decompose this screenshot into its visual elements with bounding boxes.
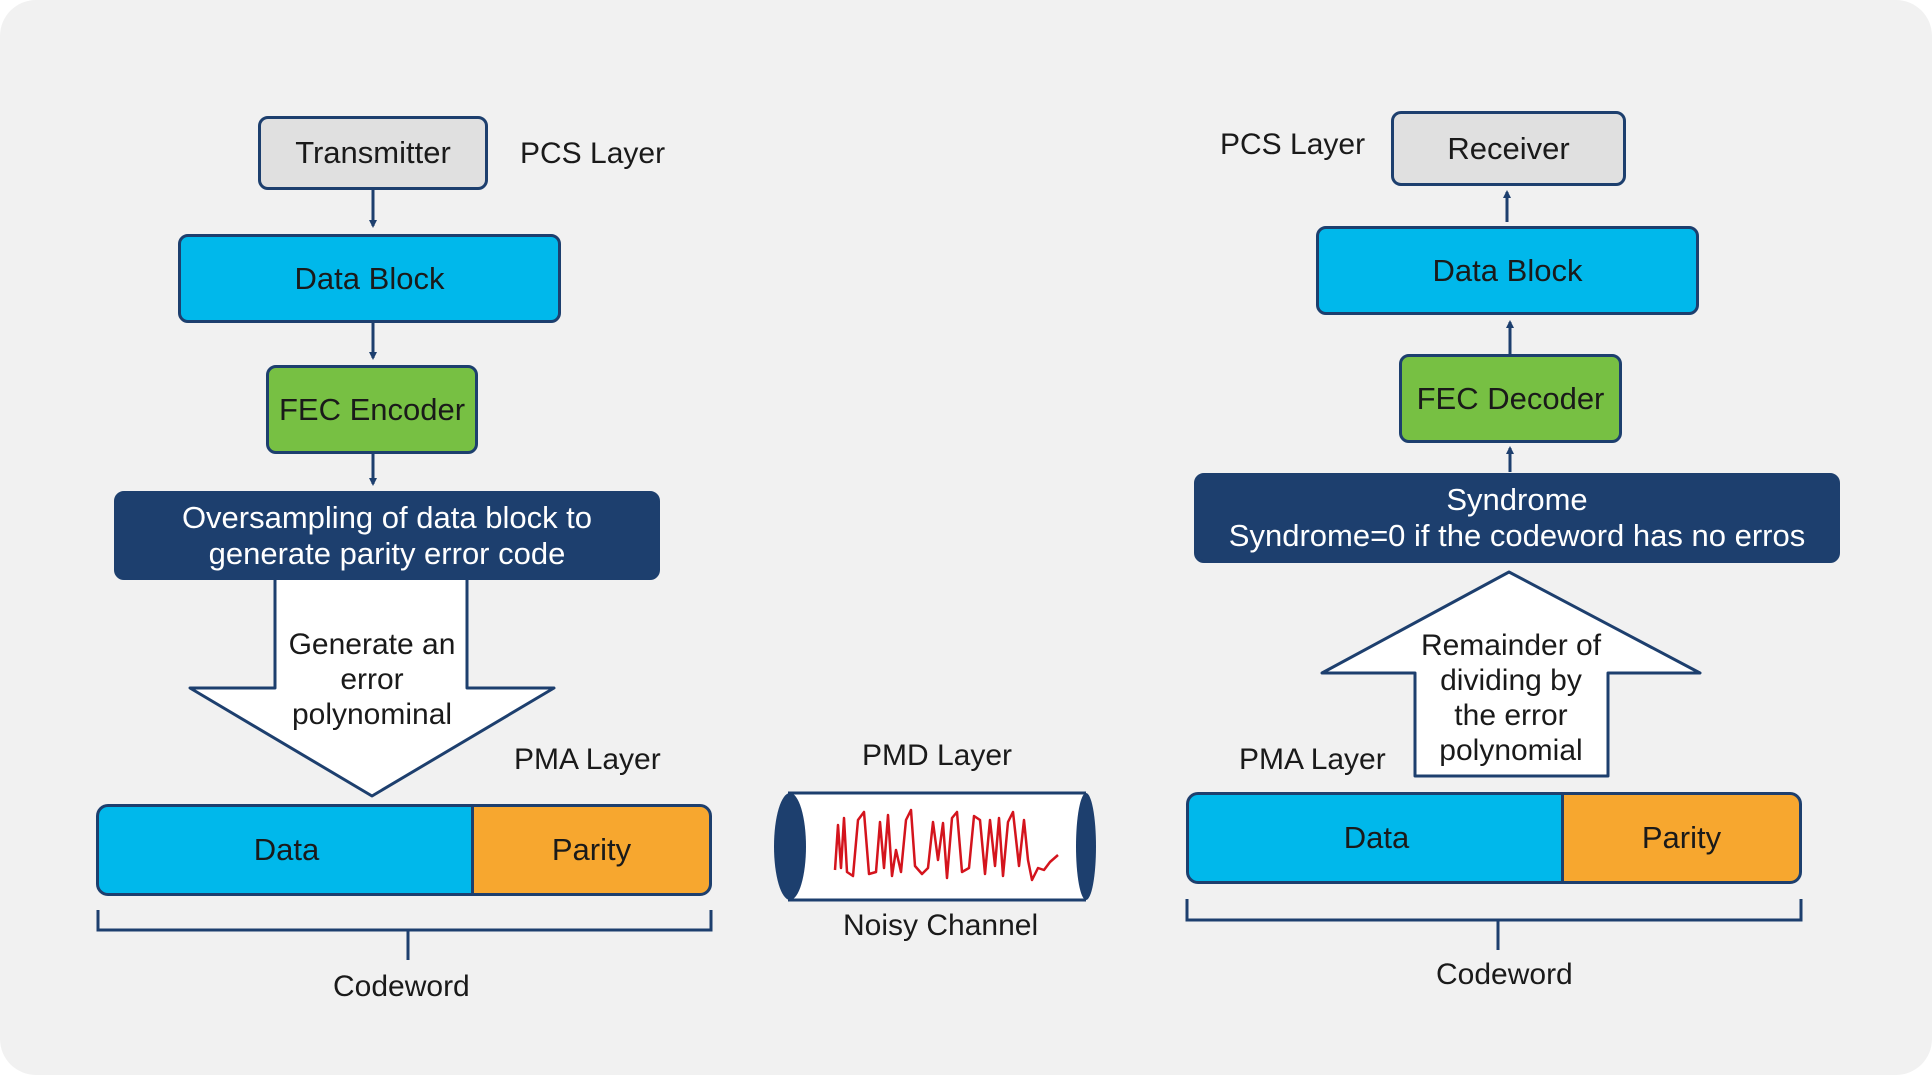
- generate-polynomial-text: Generate an error polynominal: [262, 627, 482, 732]
- down-block-arrow: [188, 579, 556, 798]
- generate-line1: Generate an: [288, 628, 456, 661]
- oversampling-box: Oversampling of data block to generate p…: [114, 491, 660, 580]
- receiver-box: Receiver: [1391, 111, 1626, 186]
- fec-encoder-label: FEC Encoder: [278, 391, 466, 427]
- oversampling-line2: generate parity error code: [208, 535, 566, 571]
- fec-encoder-box: FEC Encoder: [266, 365, 478, 454]
- syndrome-box: Syndrome Syndrome=0 if the codeword has …: [1194, 473, 1840, 563]
- pma-layer-label-left: PMA Layer: [514, 743, 661, 776]
- syndrome-line1: Syndrome: [1446, 482, 1588, 517]
- pcs-layer-label-right: PCS Layer: [1220, 128, 1366, 161]
- data-block-box-right: Data Block: [1316, 226, 1699, 315]
- pmd-layer-label: PMD Layer: [862, 739, 1013, 772]
- codeword-bracket-left: [96, 910, 713, 960]
- up-block-arrow: [1320, 570, 1702, 778]
- transmitter-box: Transmitter: [258, 116, 488, 190]
- data-segment-left: Data: [96, 804, 474, 896]
- pcs-layer-label-left: PCS Layer: [520, 137, 666, 170]
- data-segment-right: Data: [1186, 792, 1564, 884]
- syndrome-line2: Syndrome=0 if the codeword has no erros: [1228, 518, 1806, 553]
- oversampling-line1: Oversampling of data block to: [181, 499, 593, 535]
- noisy-channel-label: Noisy Channel: [843, 909, 1039, 942]
- remainder-line2: dividing by: [1440, 664, 1582, 697]
- fec-decoder-label: FEC Decoder: [1416, 380, 1605, 416]
- generate-line2: error: [340, 663, 404, 696]
- codeword-bracket-right: [1185, 899, 1803, 950]
- remainder-text: Remainder of dividing by the error polyn…: [1400, 628, 1622, 768]
- remainder-line1: Remainder of: [1420, 629, 1602, 662]
- codeword-label-right: Codeword: [1436, 958, 1573, 991]
- noise-signal: [833, 808, 1059, 882]
- parity-segment-left: Parity: [471, 804, 712, 896]
- remainder-line4: polynomial: [1439, 734, 1583, 767]
- generate-line3: polynominal: [291, 698, 453, 731]
- data-block-label-right: Data Block: [1432, 252, 1583, 288]
- data-label-left: Data: [253, 832, 320, 867]
- fec-decoder-box: FEC Decoder: [1399, 354, 1622, 443]
- data-block-label-left: Data Block: [294, 260, 445, 296]
- parity-label-left: Parity: [551, 832, 632, 867]
- transmitter-label: Transmitter: [295, 135, 451, 170]
- remainder-line3: the error: [1454, 699, 1568, 732]
- pma-layer-label-right: PMA Layer: [1239, 743, 1386, 776]
- parity-segment-right: Parity: [1561, 792, 1802, 884]
- data-label-right: Data: [1343, 820, 1410, 855]
- noisy-channel-cylinder: [774, 791, 1096, 902]
- parity-label-right: Parity: [1641, 820, 1722, 855]
- data-block-box-left: Data Block: [178, 234, 561, 323]
- codeword-label-left: Codeword: [333, 970, 470, 1003]
- receiver-label: Receiver: [1447, 130, 1570, 166]
